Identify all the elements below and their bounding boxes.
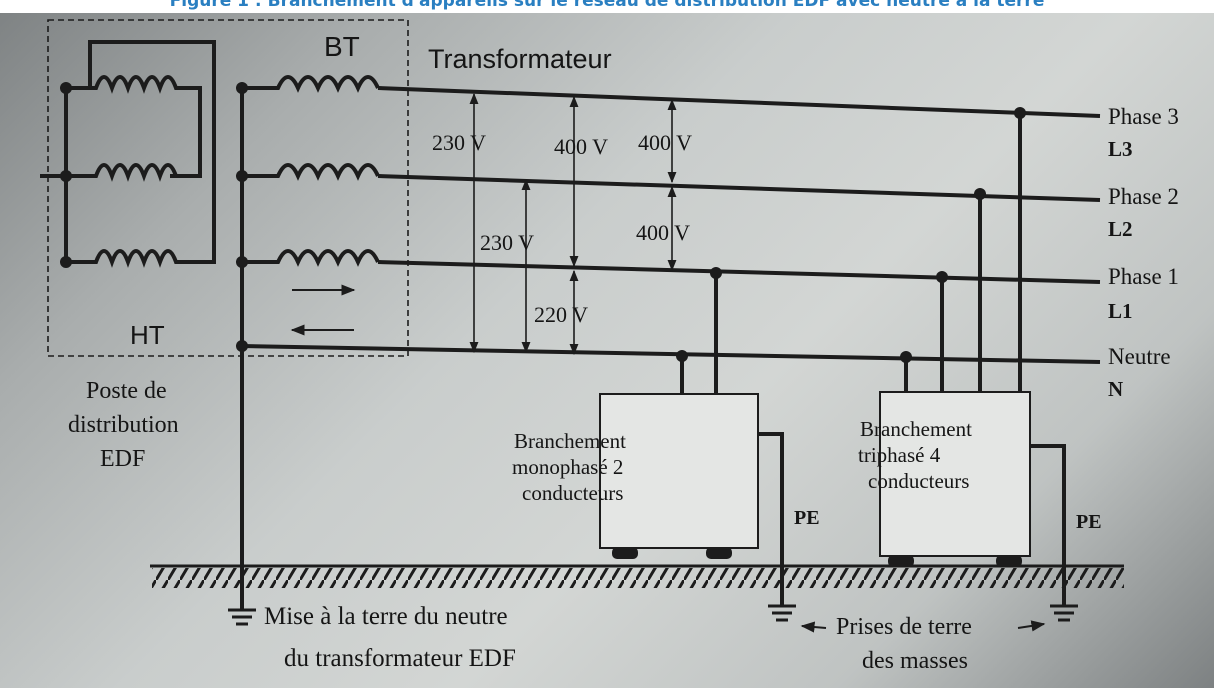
earth-pointer-right — [1017, 620, 1046, 632]
transformer-title: Transformateur — [428, 44, 612, 74]
figure-caption: Figure 1 : Branchement d'appareils sur l… — [169, 0, 1045, 11]
line-phase-2 — [377, 174, 1101, 202]
ground-hatching — [152, 568, 1124, 588]
substation-box — [47, 19, 409, 357]
pe-label-three-phase: PE — [1076, 511, 1102, 533]
earth-symbol-neutral-icon — [228, 608, 256, 626]
earth-symbol-single-phase-icon — [768, 604, 796, 622]
line-phase-1 — [377, 260, 1101, 284]
three-phase-label-line2: triphasé 4 — [858, 443, 941, 467]
earth-masses-line2: des masses — [862, 648, 968, 674]
voltage-l3-l2: 400 V — [638, 130, 692, 155]
single-phase-label-line3: conducteurs — [522, 481, 623, 505]
earth-pointer-left — [800, 621, 827, 633]
voltage-l3-l1: 400 V — [554, 134, 608, 159]
earth-masses-line1: Prises de terre — [836, 614, 972, 640]
single-phase-branch — [680, 273, 784, 606]
single-phase-label-line2: monophasé 2 — [512, 455, 623, 479]
neutre-label: Neutre — [1108, 344, 1171, 369]
single-phase-appliance — [599, 393, 759, 549]
line-phase-3 — [377, 86, 1101, 118]
phase-2-label: Phase 2 — [1108, 184, 1179, 209]
voltage-l2-l1: 400 V — [636, 220, 690, 245]
three-phase-branch — [904, 113, 1066, 606]
earth-neutral-line1: Mise à la terre du neutre — [264, 603, 508, 630]
station-label-line1: Poste de — [86, 378, 167, 404]
phase-3-code: L3 — [1108, 137, 1133, 161]
bt-label: BT — [324, 31, 360, 62]
station-label-line2: distribution — [68, 412, 179, 438]
three-phase-label-line3: conducteurs — [868, 469, 969, 493]
bt-windings — [240, 75, 380, 610]
ht-label: HT — [130, 320, 165, 350]
phase-2-code: L2 — [1108, 217, 1133, 241]
phase-1-label: Phase 1 — [1108, 264, 1179, 289]
voltage-l2-n: 230 V — [480, 230, 534, 255]
three-phase-appliance — [879, 391, 1031, 557]
phase-1-code: L1 — [1108, 299, 1133, 323]
line-neutre — [241, 344, 1101, 364]
voltage-l1-n: 220 V — [534, 302, 588, 327]
ht-windings — [40, 40, 216, 268]
earth-symbol-three-phase-icon — [1050, 604, 1078, 622]
phase-3-label: Phase 3 — [1108, 104, 1179, 129]
three-phase-label-line1: Branchement — [860, 417, 972, 441]
pe-label-single-phase: PE — [794, 507, 820, 529]
neutre-code: N — [1108, 377, 1123, 401]
station-label-line3: EDF — [100, 446, 145, 472]
single-phase-label-line1: Branchement — [514, 429, 626, 453]
earth-neutral-line2: du transformateur EDF — [284, 645, 516, 672]
voltage-l3-n: 230 V — [432, 130, 486, 155]
